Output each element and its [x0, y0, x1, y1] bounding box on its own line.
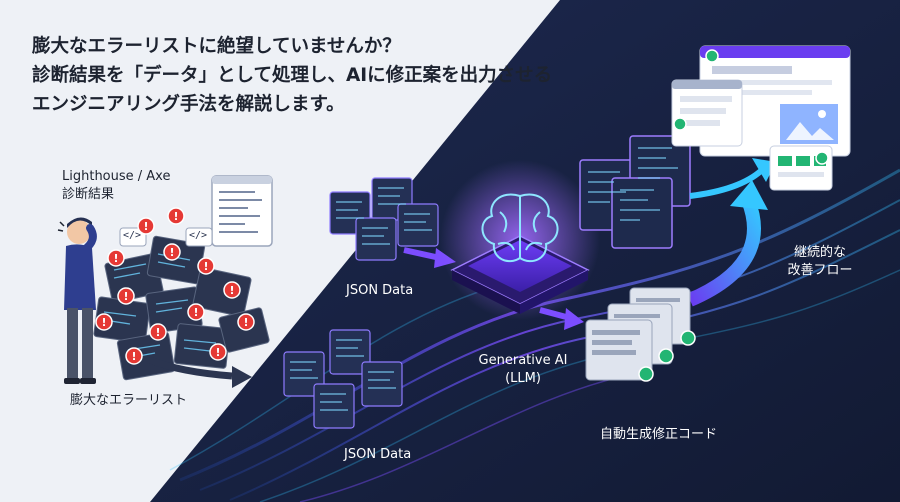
person-icon	[57, 217, 97, 384]
svg-text:!: !	[131, 350, 136, 363]
json-data-cluster-bottom	[283, 329, 403, 429]
headline: 膨大なエラーリストに絶望していませんか？ 診断結果を「データ」として処理し、AI…	[32, 32, 552, 119]
svg-text:!: !	[123, 290, 128, 303]
website-mockups	[671, 45, 851, 191]
svg-text:!: !	[193, 306, 198, 319]
svg-text:!: !	[229, 284, 234, 297]
generative-ai-label: Generative AI (LLM)	[468, 352, 578, 388]
svg-text:!: !	[215, 346, 220, 359]
json-data-label-bottom: JSON Data	[344, 447, 412, 462]
generative-ai-label-line-1: Generative AI	[478, 353, 568, 368]
headline-line-2: 診断結果を「データ」として処理し、AIに修正案を出力させる	[32, 65, 553, 86]
diagnostic-tools-label: Lighthouse / Axe 診断結果	[62, 168, 170, 204]
svg-text:!: !	[155, 326, 160, 339]
json-data-label-top: JSON Data	[346, 283, 414, 298]
svg-text:!: !	[169, 246, 174, 259]
generated-code-cards	[585, 287, 696, 382]
code-tag-b: </>	[189, 230, 208, 241]
svg-text:!: !	[243, 316, 248, 329]
generative-ai-label-line-2: (LLM)	[505, 371, 541, 386]
json-data-cluster-top	[329, 177, 439, 261]
headline-line-1: 膨大なエラーリストに絶望していませんか？	[32, 36, 401, 57]
code-panels-upper	[579, 135, 691, 249]
ai-to-code-arrow	[539, 307, 571, 321]
diagnostic-tools-label-line-1: Lighthouse / Axe	[62, 169, 171, 184]
improvement-flow-label-line-1: 継続的な	[793, 245, 846, 260]
code-tag-a: </>	[123, 230, 142, 241]
headline-line-3: エンジニアリング手法を解説します。	[32, 94, 345, 115]
svg-text:!: !	[143, 220, 148, 233]
svg-text:!: !	[101, 316, 106, 329]
pile-to-json-arrow	[148, 356, 233, 380]
svg-text:!: !	[113, 252, 118, 265]
svg-text:!: !	[173, 210, 178, 223]
error-list-label: 膨大なエラーリスト	[70, 393, 188, 408]
error-badges: !!! !!! !!! !!! !	[95, 207, 255, 365]
upward-flow-arrow	[689, 167, 765, 199]
diagnostic-tools-label-line-2: 診断結果	[62, 187, 115, 202]
improvement-flow-label: 継続的な 改善フロー	[778, 244, 862, 280]
diagnostic-report-window	[211, 175, 273, 247]
improvement-flow-label-line-2: 改善フロー	[787, 263, 853, 278]
improvement-flow-arrow	[687, 197, 761, 307]
brain-icon	[481, 193, 559, 263]
json-top-arrow	[403, 247, 441, 261]
svg-text:!: !	[203, 260, 208, 273]
generated-code-label: 自動生成修正コード	[600, 427, 718, 442]
